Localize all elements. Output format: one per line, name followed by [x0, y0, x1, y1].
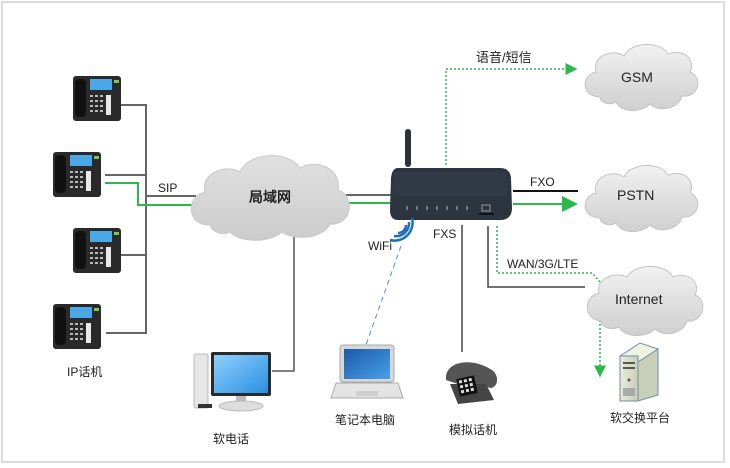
- internet-cloud: [586, 266, 704, 336]
- gateway-leds: [406, 206, 468, 210]
- softphone-label: 软电话: [213, 432, 250, 446]
- wifi-dashed-link: [365, 245, 402, 346]
- fxo-label: FXO: [530, 175, 555, 189]
- ip-phone-2: [53, 152, 101, 197]
- gsm-dotted-link: [445, 63, 578, 165]
- internet-cloud-label: Internet: [615, 291, 663, 307]
- softphone-pc-icon: [193, 352, 271, 412]
- internet-link: [487, 226, 585, 288]
- ip-phone-4: [53, 304, 101, 349]
- voice-sms-label: 语音/短信: [476, 50, 532, 65]
- pstn-cloud-label: PSTN: [617, 187, 655, 203]
- lan-cloud-label: 局域网: [249, 189, 291, 205]
- analog-phone-label: 模拟话机: [449, 423, 498, 437]
- fxs-label: FXS: [433, 227, 457, 241]
- gsm-cloud: [584, 44, 699, 111]
- wifi-label: WiFi: [368, 239, 392, 253]
- sim-slot: [479, 213, 494, 215]
- laptop-label: 笔记本电脑: [335, 413, 396, 427]
- pstn-cloud: [584, 165, 699, 232]
- ip-phone-bus: [105, 104, 196, 334]
- lan-cloud: [190, 155, 350, 241]
- diagram-frame: [1, 1, 725, 463]
- laptop-icon: [330, 344, 404, 399]
- sip-label: SIP: [158, 181, 178, 195]
- voip-gateway: [390, 129, 512, 220]
- gsm-cloud-label: GSM: [621, 69, 653, 85]
- lan-softphone-link: [272, 233, 295, 372]
- wifi-icon: [389, 217, 414, 242]
- gateway-antenna: [405, 129, 411, 167]
- wan-dotted-link: [496, 226, 606, 378]
- ip-phone-1: [73, 76, 121, 121]
- ip-phone-label: IP话机: [67, 365, 103, 379]
- analog-phone-icon: [445, 362, 498, 404]
- softswitch-label: 软交换平台: [610, 411, 671, 425]
- softswitch-server-icon: [618, 342, 660, 402]
- wan-label: WAN/3G/LTE: [507, 257, 579, 271]
- sip-green-link: [105, 182, 196, 206]
- ip-phone-3: [73, 228, 121, 273]
